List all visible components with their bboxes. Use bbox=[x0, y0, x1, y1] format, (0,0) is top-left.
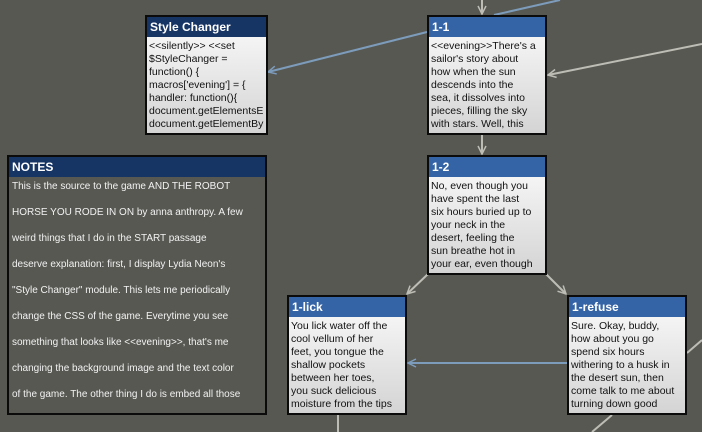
notes-panel[interactable]: NOTES This is the source to the game AND… bbox=[7, 155, 267, 415]
notes-text: This is the source to the game AND THE R… bbox=[12, 181, 243, 400]
passage-title: 1-2 bbox=[429, 157, 545, 177]
link-offscreen-top bbox=[493, 0, 561, 16]
link-1-2-to-1-lick bbox=[407, 273, 429, 294]
passage-title: 1-refuse bbox=[569, 297, 685, 317]
passage-1-lick[interactable]: 1-lick You lick water off the cool vellu… bbox=[287, 295, 407, 415]
link-1-2-to-1-refuse bbox=[545, 273, 566, 294]
passage-title: 1-lick bbox=[289, 297, 405, 317]
notes-title: NOTES bbox=[9, 157, 265, 177]
passage-1-refuse[interactable]: 1-refuse Sure. Okay, buddy, how about yo… bbox=[567, 295, 687, 415]
link-1-1-to-style-changer bbox=[268, 31, 428, 72]
link-offscreen-right bbox=[686, 339, 702, 354]
link-into-1-1-right bbox=[548, 43, 702, 75]
passage-title: 1-1 bbox=[429, 17, 545, 37]
passage-excerpt: Sure. Okay, buddy, how about you go spen… bbox=[571, 320, 675, 410]
passage-excerpt: You lick water off the cool vellum of he… bbox=[291, 320, 392, 410]
passage-excerpt: <<evening>>There's a sailor's story abou… bbox=[431, 40, 536, 130]
passage-excerpt: <<silently>> <<set $StyleChanger = funct… bbox=[149, 40, 264, 130]
passage-1-1[interactable]: 1-1 <<evening>>There's a sailor's story … bbox=[427, 15, 547, 135]
passage-style-changer[interactable]: Style Changer <<silently>> <<set $StyleC… bbox=[145, 15, 268, 135]
passage-1-2[interactable]: 1-2 No, even though you have spent the l… bbox=[427, 155, 547, 275]
passage-title: Style Changer bbox=[147, 17, 266, 37]
passage-excerpt: No, even though you have spent the last … bbox=[431, 180, 533, 270]
link-offscreen-bottom bbox=[591, 414, 613, 432]
